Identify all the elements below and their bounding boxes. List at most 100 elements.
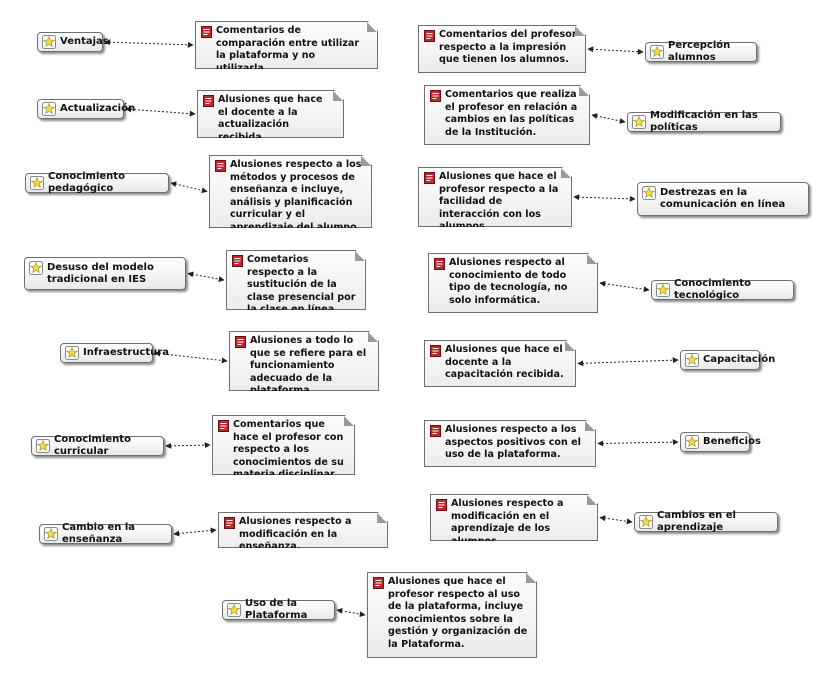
code-star-icon (65, 346, 79, 360)
code-node-ventajas[interactable]: Ventajas (37, 32, 109, 52)
code-star-icon (639, 515, 653, 529)
memo-icon (430, 345, 441, 357)
code-label: Conocimiento tecnológico (674, 278, 751, 301)
code-node-cambio-ensenanza[interactable]: Cambio en la enseñanza (39, 522, 172, 545)
memo-politicas-institucion[interactable]: Comentarios que realiza el profesor en r… (424, 85, 590, 145)
code-label: Conocimiento pedagógico (48, 171, 125, 194)
code-node-cambios-aprendizaje[interactable]: Cambios en el aprendizaje (634, 510, 778, 533)
link-connector (187, 271, 225, 283)
memo-uso-plataforma[interactable]: Alusiones que hace el profesor respecto … (367, 572, 537, 658)
memo-icon (201, 26, 212, 38)
memo-metodos-ensenanza[interactable]: Alusiones respecto a los métodos y proce… (209, 155, 372, 228)
memo-text: Comentarios que realiza el profesor en r… (445, 89, 578, 138)
code-node-infraestructura[interactable]: Infraestructura (60, 343, 169, 363)
code-star-icon (36, 439, 50, 453)
memo-icon (434, 258, 445, 270)
memo-text: Comentarios de comparación entre utiliza… (216, 25, 360, 74)
code-label: Capacitación (703, 354, 776, 365)
code-star-icon (685, 435, 699, 449)
memo-text: Alusiones respecto a los métodos y proce… (230, 159, 362, 233)
memo-icon (218, 420, 229, 432)
memo-aspectos-positivos[interactable]: Alusiones respecto a los aspectos positi… (424, 420, 596, 467)
code-star-icon (30, 176, 44, 190)
memo-materia-disciplinar[interactable]: Comentarios que hace el profesor con res… (212, 415, 355, 475)
link-connector (573, 194, 636, 202)
code-label: Conocimiento curricular (54, 434, 131, 457)
code-label: Cambios en el aprendizaje (657, 510, 736, 533)
code-node-capacitacion[interactable]: Capacitación (680, 350, 775, 370)
code-star-icon (632, 115, 646, 129)
code-node-conocimiento-curricular[interactable]: Conocimiento curricular (31, 434, 164, 457)
link-connector (170, 181, 208, 194)
memo-actualizacion-recibida[interactable]: Alusiones que hace el docente a la actua… (197, 90, 344, 138)
memo-icon (235, 336, 246, 348)
memo-icon (424, 172, 435, 184)
memo-icon (430, 425, 441, 437)
link-connector (577, 357, 679, 367)
link-connector (125, 106, 196, 117)
code-star-icon (42, 35, 56, 49)
link-connector (597, 439, 679, 447)
memo-impresion-alumnos[interactable]: Comentarios del profesor respecto a la i… (418, 25, 586, 73)
code-label: Actualización (60, 103, 136, 114)
code-node-conocimiento-tecnologico[interactable]: Conocimiento tecnológico (651, 278, 794, 301)
memo-text: Cometarios respecto a la sustitución de … (247, 254, 356, 315)
memo-icon (215, 160, 226, 172)
memo-text: Alusiones respecto a los aspectos positi… (445, 424, 581, 460)
link-connector (599, 515, 633, 525)
code-node-desuso-modelo[interactable]: Desuso del modelo tradicional en IES (24, 257, 186, 290)
memo-text: Comentarios del profesor respecto a la i… (439, 29, 577, 65)
code-node-destrezas-comunicacion[interactable]: Destrezas en la comunicación en línea (637, 182, 809, 216)
code-label: Desuso del modelo tradicional en IES (47, 261, 154, 285)
memo-text: Alusiones que hace el docente a la actua… (218, 94, 323, 143)
code-star-icon (642, 186, 656, 200)
memo-sustitucion-clase[interactable]: Cometarios respecto a la sustitución de … (226, 250, 366, 310)
code-star-icon (227, 603, 241, 617)
code-star-icon (44, 527, 58, 541)
memo-tipo-tecnologia[interactable]: Alusiones respecto al conocimiento de to… (428, 253, 598, 313)
code-label: Cambio en la enseñanza (62, 522, 136, 545)
memo-funcionamiento-plataforma[interactable]: Alusiones a todo lo que se refiere para … (229, 331, 379, 391)
code-node-conocimiento-pedagogico[interactable]: Conocimiento pedagógico (25, 171, 169, 194)
code-star-icon (685, 353, 699, 367)
memo-text: Alusiones respecto al conocimiento de to… (449, 257, 568, 306)
code-node-modificacion-politicas[interactable]: Modificación en las políticas (627, 110, 781, 133)
code-label: Destrezas en la comunicación en línea (660, 187, 786, 210)
memo-text: Alusiones a todo lo que se refiere para … (250, 335, 367, 396)
code-star-icon (42, 102, 56, 116)
memo-capacitacion-recibida[interactable]: Alusiones que hace el docente a la capac… (424, 340, 576, 387)
memo-interaccion-alumnos[interactable]: Alusiones que hace el profesor respecto … (418, 167, 572, 227)
code-star-icon (656, 283, 670, 297)
code-label: Uso de la Plataforma (245, 598, 308, 621)
code-label: Modificación en las políticas (650, 110, 758, 133)
code-label: Ventajas (60, 36, 109, 47)
memo-modificacion-ensenanza[interactable]: Alusiones respecto a modificación en la … (218, 512, 388, 548)
code-node-percepcion-alumnos[interactable]: Percepción alumnos (645, 40, 757, 63)
memo-text: Alusiones respecto a modificación en el … (451, 498, 564, 547)
memo-icon (373, 577, 384, 589)
memo-text: Alusiones que hace el docente a la capac… (445, 344, 564, 380)
memo-icon (430, 90, 441, 102)
memo-icon (203, 95, 214, 107)
link-connector (587, 46, 644, 55)
memo-text: Alusiones respecto a modificación en la … (239, 516, 352, 552)
memo-comparacion-plataforma[interactable]: Comentarios de comparación entre utiliza… (195, 21, 378, 69)
memo-icon (424, 30, 435, 42)
code-label: Infraestructura (83, 347, 169, 358)
link-connector (104, 39, 194, 48)
link-connector (173, 527, 217, 537)
memo-icon (224, 517, 235, 529)
code-node-uso-plataforma[interactable]: Uso de la Plataforma (222, 598, 335, 621)
code-node-actualizacion[interactable]: Actualización (37, 99, 135, 119)
memo-aprendizaje-alumnos[interactable]: Alusiones respecto a modificación en el … (430, 494, 598, 541)
code-star-icon (650, 45, 664, 59)
memo-text: Comentarios que hace el profesor con res… (233, 419, 344, 480)
code-label: Beneficios (703, 436, 761, 447)
memo-text: Alusiones que hace el profesor respecto … (388, 576, 528, 650)
link-connector (599, 280, 650, 293)
memo-text: Alusiones que hace el profesor respecto … (439, 171, 559, 232)
code-star-icon (29, 261, 43, 275)
code-node-beneficios[interactable]: Beneficios (680, 432, 761, 452)
link-connector (336, 607, 366, 618)
code-label: Percepción alumnos (668, 40, 731, 63)
